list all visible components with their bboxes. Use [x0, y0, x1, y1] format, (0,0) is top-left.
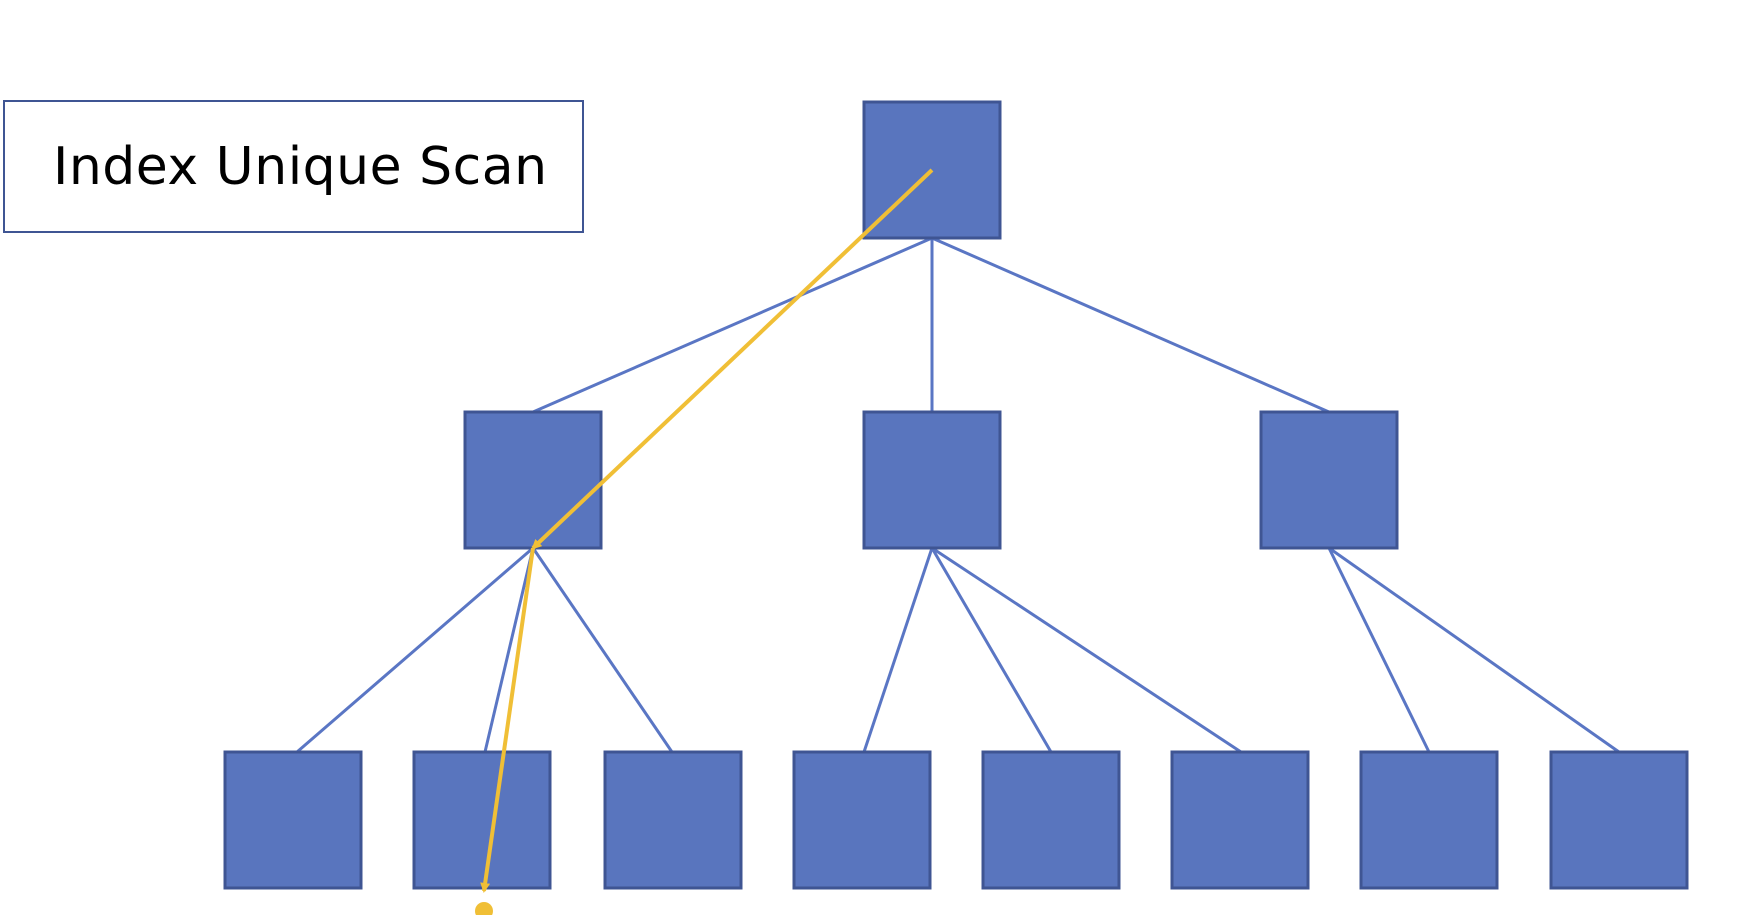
node-leaf-1	[223, 750, 363, 890]
edge-root-branch-1	[532, 236, 933, 414]
edge-branch-1-leaf-1	[296, 546, 534, 754]
nodes-layer	[223, 100, 1689, 890]
edge-branch-1-leaf-2	[483, 547, 535, 753]
edge-branch-2-leaf-5	[930, 547, 1053, 753]
node-leaf-4	[792, 750, 932, 890]
node-branch-3	[1259, 410, 1399, 550]
node-leaf-3	[603, 750, 743, 890]
scan-target-dot	[475, 902, 493, 915]
diagram-title: Index Unique Scan	[53, 136, 548, 197]
title-box: Index Unique Scan	[3, 100, 584, 233]
scan-path-arrow-2	[480, 547, 535, 893]
node-leaf-7	[1359, 750, 1499, 890]
node-leaf-2	[412, 750, 552, 890]
node-branch-2	[862, 410, 1002, 550]
edge-branch-3-leaf-7	[1327, 547, 1431, 753]
edge-branch-1-leaf-3	[531, 547, 674, 753]
scan-path-arrow-1	[531, 168, 934, 550]
scan-path-layer	[475, 168, 934, 915]
edge-root-branch-3	[931, 236, 1330, 414]
edge-branch-3-leaf-8	[1328, 546, 1620, 754]
node-leaf-6	[1170, 750, 1310, 890]
node-leaf-5	[981, 750, 1121, 890]
node-leaf-8	[1549, 750, 1689, 890]
edges-layer	[296, 236, 1620, 754]
edge-branch-2-leaf-4	[862, 547, 934, 753]
node-branch-1	[463, 410, 603, 550]
edge-branch-2-leaf-6	[931, 546, 1242, 754]
